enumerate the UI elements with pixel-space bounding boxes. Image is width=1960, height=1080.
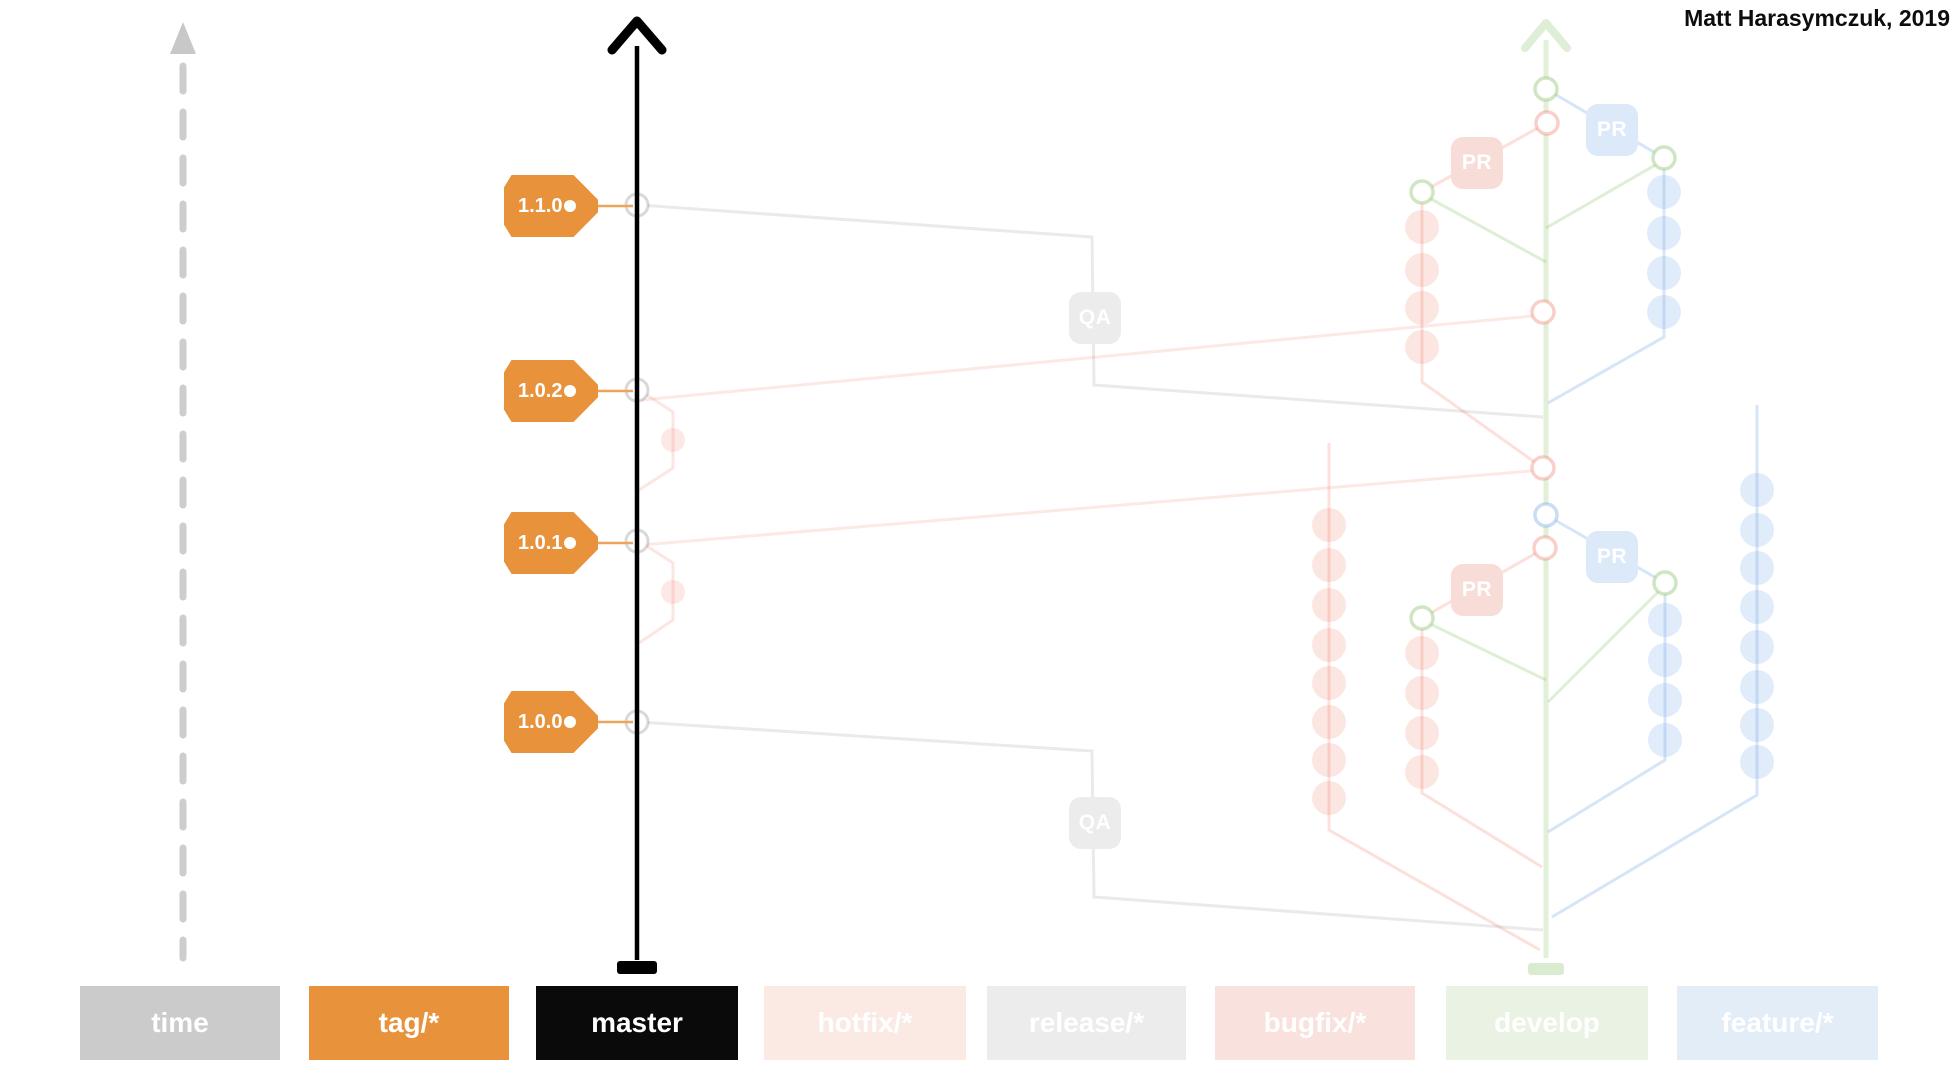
legend-button-release[interactable]: release/* [987,986,1186,1060]
develop-branch-line [1521,19,1571,975]
version-tag-1-0-0: 1.0.0 [504,691,598,753]
attribution-text: Matt Harasymczuk, 2019 [1684,5,1950,31]
red-branch-columns [1327,121,1548,952]
legend-button-feature[interactable]: feature/* [1677,986,1878,1060]
qa-badge: QA [1069,797,1121,849]
red-branch-commits [1312,210,1439,815]
tag-label: 1.0.2 [518,380,563,402]
tag-label: 1.0.1 [518,532,563,554]
legend-button-time[interactable]: time [80,986,280,1060]
faded-branches-layer [638,19,1774,975]
time-arrowhead [170,22,196,54]
legend-button-hotfix[interactable]: hotfix/* [764,986,966,1060]
legend-button-tag[interactable]: tag/* [309,986,509,1060]
pr-badge: PR [1586,104,1638,156]
tag-connector-lines [597,204,633,724]
version-tag-1-0-2: 1.0.2 [504,360,598,422]
legend-button-master[interactable]: master [536,986,738,1060]
legend-button-develop[interactable]: develop [1446,986,1648,1060]
feature-branch-columns [1545,87,1759,919]
develop-baseline-bar [1528,963,1564,975]
tag-hole-icon [564,385,576,397]
pr-badge: PR [1586,531,1638,583]
hotfix-loops [638,388,675,645]
hotfix-merge-lines [640,313,1544,547]
develop-fork-lines [1421,158,1667,704]
tag-hole-icon [564,537,576,549]
time-axis [170,22,196,962]
pr-badge: PR [1451,564,1503,616]
pr-badge: PR [1451,137,1503,189]
branch-node-circles [1409,76,1678,631]
version-tag-1-1-0: 1.1.0 [504,175,598,237]
tag-hole-icon [564,200,576,212]
hotfix-loop-commits [661,428,685,604]
develop-arrowhead [1521,19,1571,52]
tag-label: 1.1.0 [518,195,563,217]
master-arrowhead [607,16,667,55]
feature-branch-commits [1647,175,1774,779]
qa-badge: QA [1069,292,1121,344]
tag-label: 1.0.0 [518,711,563,733]
tag-hole-icon [564,716,576,728]
legend-button-bugfix[interactable]: bugfix/* [1215,986,1415,1060]
version-tag-1-0-1: 1.0.1 [504,512,598,574]
master-baseline-bar [617,961,657,974]
master-branch [607,16,667,974]
